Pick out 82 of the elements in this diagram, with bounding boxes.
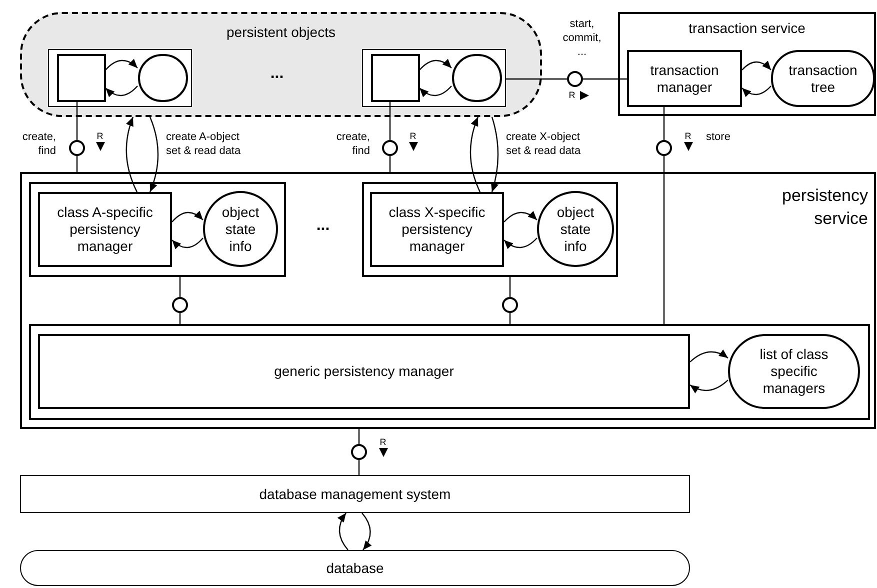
access-arrow xyxy=(490,116,499,192)
request-label: R xyxy=(568,90,576,100)
request-label: R xyxy=(96,131,104,141)
storage-oval xyxy=(138,54,188,102)
node-title: persistency service xyxy=(781,185,868,230)
access-arrow xyxy=(742,86,772,97)
channel-circle xyxy=(502,297,518,313)
channel-circle xyxy=(567,71,583,87)
connector-line xyxy=(389,156,391,172)
node-label: transaction manager xyxy=(649,62,720,96)
ellipsis-label: ... xyxy=(269,66,285,82)
agent-box xyxy=(20,475,690,513)
edge-label: create A-object set & read data xyxy=(166,130,242,158)
node-label: generic persistency manager xyxy=(273,363,455,380)
access-arrow xyxy=(504,211,538,222)
connector-line xyxy=(506,78,567,80)
container-box xyxy=(29,182,286,277)
node-label: database management system xyxy=(258,486,452,502)
access-arrow xyxy=(126,116,138,192)
agent-box xyxy=(370,192,504,267)
channel-circle xyxy=(656,140,672,156)
connector-line xyxy=(358,460,360,475)
connector-line xyxy=(179,277,181,297)
ellipsis-label: ... xyxy=(315,218,331,234)
square-box xyxy=(56,54,106,102)
node-label: class X-specific persistency manager xyxy=(388,204,486,255)
access-arrow xyxy=(338,512,348,550)
connector-line xyxy=(76,102,78,140)
node-label: class A-specific persistency manager xyxy=(56,204,154,255)
request-label: R xyxy=(684,131,692,141)
connector-line xyxy=(509,277,511,297)
channel-circle xyxy=(382,140,398,156)
node-label: object state info xyxy=(556,204,596,254)
node-label: object state info xyxy=(220,204,260,254)
agent-box xyxy=(38,334,690,409)
connector-line xyxy=(76,156,78,172)
dashed-region xyxy=(20,12,542,117)
connector-line xyxy=(583,78,627,80)
channel-label: store xyxy=(706,130,732,144)
connector-line xyxy=(179,313,181,324)
channel-label: start, commit, ... xyxy=(562,17,602,59)
access-arrow xyxy=(105,86,138,98)
agent-box xyxy=(627,50,742,107)
node-label: list of class specific managers xyxy=(758,346,830,397)
channel-circle xyxy=(172,297,188,313)
node-title: transaction service xyxy=(688,20,806,37)
access-arrow xyxy=(504,238,538,249)
container-box xyxy=(20,172,876,429)
access-arrow xyxy=(105,58,138,70)
access-arrow xyxy=(742,60,772,70)
storage-oval xyxy=(452,54,502,102)
channel-circle xyxy=(351,444,367,460)
container-box xyxy=(618,12,876,116)
node-title: persistent objects xyxy=(226,24,336,41)
container-box xyxy=(362,49,506,107)
channel-label: create, find xyxy=(335,130,370,158)
connector-line xyxy=(389,102,391,140)
edge-label: create X-object set & read data xyxy=(506,130,582,158)
container-box xyxy=(48,49,192,107)
access-arrow xyxy=(362,512,372,550)
access-arrow xyxy=(690,350,728,362)
connector-line xyxy=(358,429,360,444)
access-arrow xyxy=(690,380,728,394)
request-label: R xyxy=(409,131,417,141)
request-label: R xyxy=(379,437,387,447)
square-box xyxy=(370,54,420,102)
access-arrow xyxy=(470,116,481,192)
channel-circle xyxy=(69,140,85,156)
access-arrow xyxy=(419,86,452,98)
container-box xyxy=(362,182,618,277)
access-arrow xyxy=(149,116,159,192)
connector-line xyxy=(509,313,511,324)
container-box xyxy=(29,324,870,420)
agent-box xyxy=(38,192,172,267)
access-arrow xyxy=(172,238,204,250)
access-arrow xyxy=(172,210,204,222)
connector-line xyxy=(663,107,665,140)
channel-label: create, find xyxy=(21,130,56,158)
access-arrow xyxy=(419,58,452,70)
node-label: transaction tree xyxy=(788,62,858,96)
node-label: database xyxy=(325,560,385,576)
connector-line xyxy=(663,156,665,324)
